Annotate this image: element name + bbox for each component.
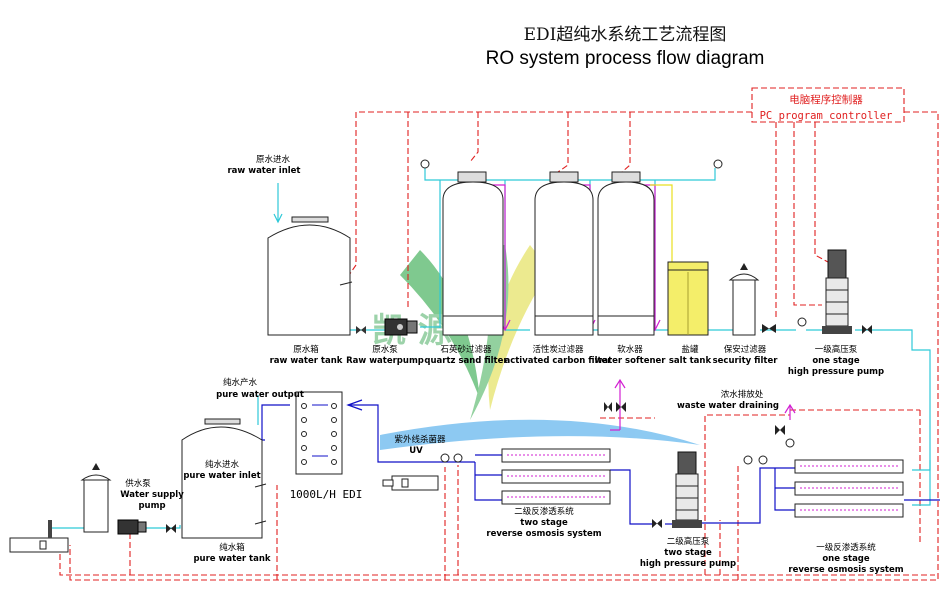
edi-module (295, 391, 343, 475)
ro1-membranes (743, 455, 904, 518)
carbon-label-cn: 活性炭过滤器 (532, 344, 584, 355)
raw-pump-label-cn: 原水泵 (372, 344, 398, 355)
hp1-label-cn: 一级高压泵 (815, 344, 858, 355)
raw-water-pump (384, 318, 418, 336)
raw-inlet-valve (356, 326, 366, 334)
hp1-pump (797, 249, 872, 334)
waste-label-en: waste water draining (677, 401, 779, 411)
title-en: RO system process flow diagram (486, 48, 765, 69)
ro2-membranes (440, 448, 611, 505)
ro2-label-cn: 二级反渗透系统 (514, 506, 574, 517)
hp2-label-en1: two stage (664, 548, 712, 558)
supply-label-en2: pump (138, 501, 165, 511)
security-label-en: security filter (713, 356, 779, 366)
uv-label-en: UV (409, 446, 423, 456)
hp1-label-en2: high pressure pump (788, 367, 884, 377)
hp2-label-cn: 二级高压泵 (667, 536, 710, 547)
edi-label: 1000L/H EDI (290, 488, 363, 501)
pressure-gauge-icon (420, 159, 430, 169)
quartz-label-cn: 石英砂过滤器 (440, 344, 492, 355)
security-label-cn: 保安过滤器 (724, 344, 767, 355)
raw-tank-label-cn: 原水箱 (293, 344, 319, 355)
ro2-label-en2: reverse osmosis system (486, 529, 601, 539)
supply-filter (80, 463, 112, 533)
raw-tank-label-en: raw water tank (270, 356, 343, 366)
title-cn: EDI超纯水系统工艺流程图 (524, 25, 727, 45)
controller-label-cn: 电脑程序控制器 (789, 93, 863, 106)
pure-inlet-label-cn: 纯水进水 (205, 459, 240, 470)
raw-inlet-label-en: raw water inlet (227, 166, 300, 176)
pc-controller-box (751, 87, 905, 123)
salt-label-en: salt tank (669, 356, 712, 366)
hp2-pump (652, 451, 702, 528)
supply-pump (117, 519, 176, 535)
softener-label-en: water softener (594, 356, 666, 366)
quartz-sand-filter (420, 159, 504, 336)
drain-valve-stage2 (604, 402, 626, 412)
softener-label-cn: 软水器 (617, 344, 643, 355)
hp1-label-en1: one stage (812, 356, 860, 366)
controller-label-en: PC program controller (760, 110, 893, 122)
salt-tank (667, 261, 709, 336)
pure-tank-label-en: pure water tank (193, 554, 270, 564)
ro2-label-en1: two stage (520, 518, 568, 528)
pure-water-piping (261, 399, 940, 525)
ro1-label-cn: 一级反渗透系统 (816, 542, 876, 553)
uv-label-cn: 紫外线杀菌器 (394, 434, 446, 445)
quartz-label-en: quartz sand filter (424, 356, 508, 366)
drain-valve-stage1 (775, 425, 795, 448)
hp2-label-en2: high pressure pump (640, 559, 736, 569)
pure-inlet-label-en: pure water inlet (183, 471, 260, 481)
ro1-label-en2: reverse osmosis system (788, 565, 903, 575)
raw-water-tank (267, 216, 353, 336)
pure-output-label-cn: 纯水产水 (223, 377, 258, 388)
ro1-label-en1: one stage (822, 554, 870, 564)
supply-uv-unit (9, 520, 69, 553)
pure-output-label-en: pure water output (216, 390, 304, 400)
supply-label-cn: 供水泵 (125, 478, 151, 489)
salt-label-cn: 盐罐 (681, 344, 699, 355)
carbon-label-en: activated carbon filter (504, 356, 612, 366)
pure-tank-label-cn: 纯水箱 (219, 542, 245, 553)
pressure-gauge-icon (713, 159, 723, 169)
control-lines (59, 111, 939, 581)
waste-label-cn: 浓水排放处 (721, 389, 764, 400)
security-filter (728, 263, 760, 336)
security-valve (762, 324, 776, 333)
raw-pump-label-en: Raw waterpump (346, 356, 424, 366)
supply-label-en1: Water supply (120, 490, 184, 500)
water-softener (597, 171, 655, 336)
pure-water-tank (181, 418, 267, 539)
activated-carbon-filter (534, 171, 594, 336)
raw-inlet-label-cn: 原水进水 (256, 154, 291, 165)
uv-sterilizer (382, 475, 439, 491)
